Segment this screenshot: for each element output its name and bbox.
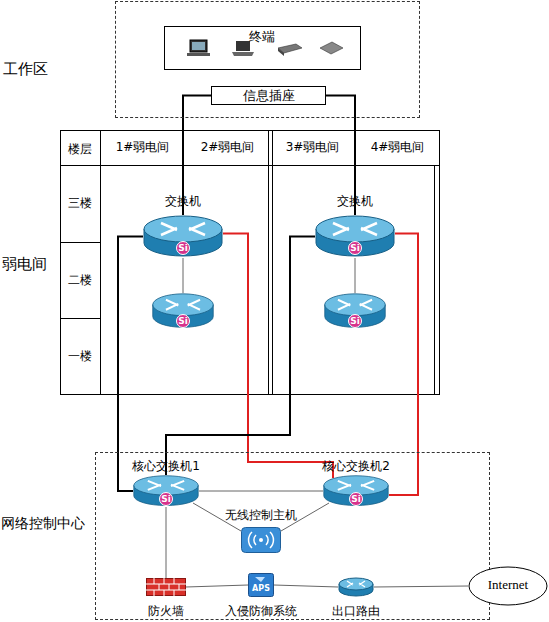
table-line [272,130,273,395]
switch-arrows [338,300,372,310]
firewall-symbol [146,578,186,596]
network-link [166,507,167,578]
si-badge: Si [348,241,362,255]
table-cell: 二楼 [60,273,100,287]
switch-node: 交换机Si [315,215,395,258]
ips-box [249,574,274,597]
node-label: 终端 [165,29,359,45]
zone-band: 工作区终端信息插座 [115,1,420,118]
table-cell: 一楼 [60,349,100,363]
node-label: Internet [468,577,548,593]
internet-cloud: Internet [468,566,548,606]
firewall-bricks [146,578,186,596]
table-cell: 4#弱电间 [355,140,440,154]
node-label: 交换机 [305,194,405,208]
node-label: 网络控制中心 [1,515,93,532]
table-cell: 楼层 [60,142,100,156]
network-link [186,585,248,587]
switch-arrows [148,481,184,490]
si-badge: Si [176,314,190,328]
network-link [199,491,323,492]
laptop-base [232,52,254,56]
laptop-icon [236,41,250,51]
ips-mark [255,577,265,582]
tablet-icon [320,42,343,54]
network-link [166,237,315,476]
firewall: 防火墙 [146,578,186,596]
table-cell: 三楼 [60,196,100,210]
firewall-wall [147,579,186,596]
wireless-dot [259,538,263,542]
table-line [268,130,269,395]
si-badge: Si [176,241,190,255]
table-line [60,165,440,166]
table-cell: 2#弱电间 [185,140,270,154]
switch-arrows [161,223,205,235]
computer-screen [192,42,205,50]
network-link [374,586,468,587]
switch-top [316,216,394,242]
switch-top [325,294,385,316]
wireless-symbol [241,527,281,553]
node-label: 工作区 [3,60,63,78]
node-label: 核心交换机2 [311,459,401,473]
exit-router: 出口路由 [338,577,374,597]
node-label: APS [248,584,274,594]
core-switch: 核心交换机2Si [323,475,389,507]
ips-device: APS入侵防御系统 [248,573,274,597]
terminal-box: 终端 [164,26,361,70]
core-switch: 核心交换机1Si [133,475,199,507]
table-line [60,318,100,319]
switch-arrows [338,481,374,490]
router-top [339,578,373,590]
network-link [223,234,333,479]
network-link [274,585,338,587]
node-label: 交换机 [133,194,233,208]
node-label: 信息插座 [212,88,325,104]
network-link [389,234,418,496]
node-label: 出口路由 [316,604,396,618]
wireless-waves [249,532,274,548]
si-badge: Si [348,314,362,328]
switch-node: Si [152,293,214,329]
table-line [434,165,435,395]
zone-band: 网络控制中心核心交换机1Si核心交换机2Si无线控制主机防火墙APS入侵防御系统… [95,452,490,620]
computer-base [187,53,210,56]
router-symbol [338,577,374,597]
switch-top [153,294,213,316]
wireless-controller: 无线控制主机 [241,527,281,553]
switch-arrows [166,300,200,310]
zone-band: 弱电间交换机SiSi交换机SiSi [60,130,440,395]
table-line [100,130,101,395]
table-cell: 3#弱电间 [270,140,355,154]
router-arrows [347,581,365,587]
node-label: 防火墙 [131,604,201,618]
node-label: 入侵防御系统 [211,604,311,618]
table-cell: 1#弱电间 [100,140,185,154]
node-label: 弱电间 [2,255,57,273]
node-label: 无线控制主机 [211,508,311,522]
computer-icon [190,40,207,52]
switch-arrows [333,223,377,235]
switch-top [144,216,222,242]
node-label: 核心交换机1 [121,459,211,473]
ellipse-outline [469,567,547,605]
si-badge: Si [159,492,173,506]
switch-node: 交换机Si [143,215,223,258]
table-line [60,242,100,243]
socket-box: 信息插座 [211,86,326,105]
printer-side [278,48,284,56]
network-link [183,258,184,293]
wireless-box [242,528,281,553]
network-link [355,258,356,293]
switch-node: Si [324,293,386,329]
si-badge: Si [349,492,363,506]
